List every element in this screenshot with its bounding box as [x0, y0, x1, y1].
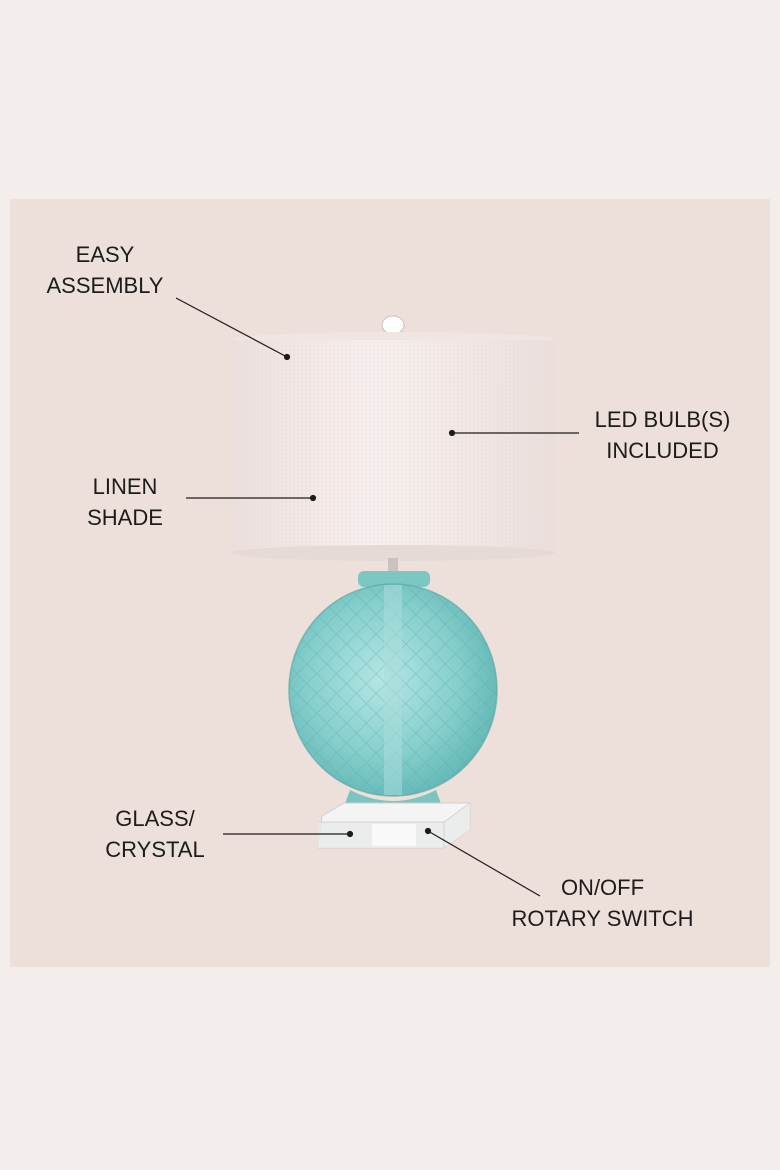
linen-shade-callout: LINEN SHADE — [75, 471, 175, 533]
rotary-switch-pointer — [427, 830, 541, 897]
easy-assembly-line1: EASY — [75, 242, 135, 267]
easy-assembly-line2: ASSEMBLY — [46, 273, 164, 298]
linen-shade — [231, 332, 555, 561]
linen-shade-line2: SHADE — [87, 505, 163, 530]
glass-crystal-line1: GLASS/ — [115, 806, 195, 831]
rotary-switch-line2: ROTARY SWITCH — [511, 906, 694, 931]
led-bulbs-callout: LED BULB(S) INCLUDED — [585, 404, 740, 466]
crystal-base — [317, 802, 471, 849]
rotary-switch-line1: ON/OFF — [560, 875, 645, 900]
callout-lines — [175, 297, 579, 897]
glass-crystal-callout: GLASS/ CRYSTAL — [95, 803, 215, 865]
rotary-switch-callout: ON/OFF ROTARY SWITCH — [495, 872, 710, 934]
linen-shade-line1: LINEN — [92, 474, 158, 499]
easy-assembly-pointer — [175, 297, 288, 358]
glass-crystal-line2: CRYSTAL — [105, 837, 205, 862]
led-bulbs-line2: INCLUDED — [606, 438, 719, 463]
glass-body — [288, 583, 498, 819]
easy-assembly-callout: EASY ASSEMBLY — [35, 239, 175, 301]
led-bulbs-line1: LED BULB(S) — [594, 407, 731, 432]
